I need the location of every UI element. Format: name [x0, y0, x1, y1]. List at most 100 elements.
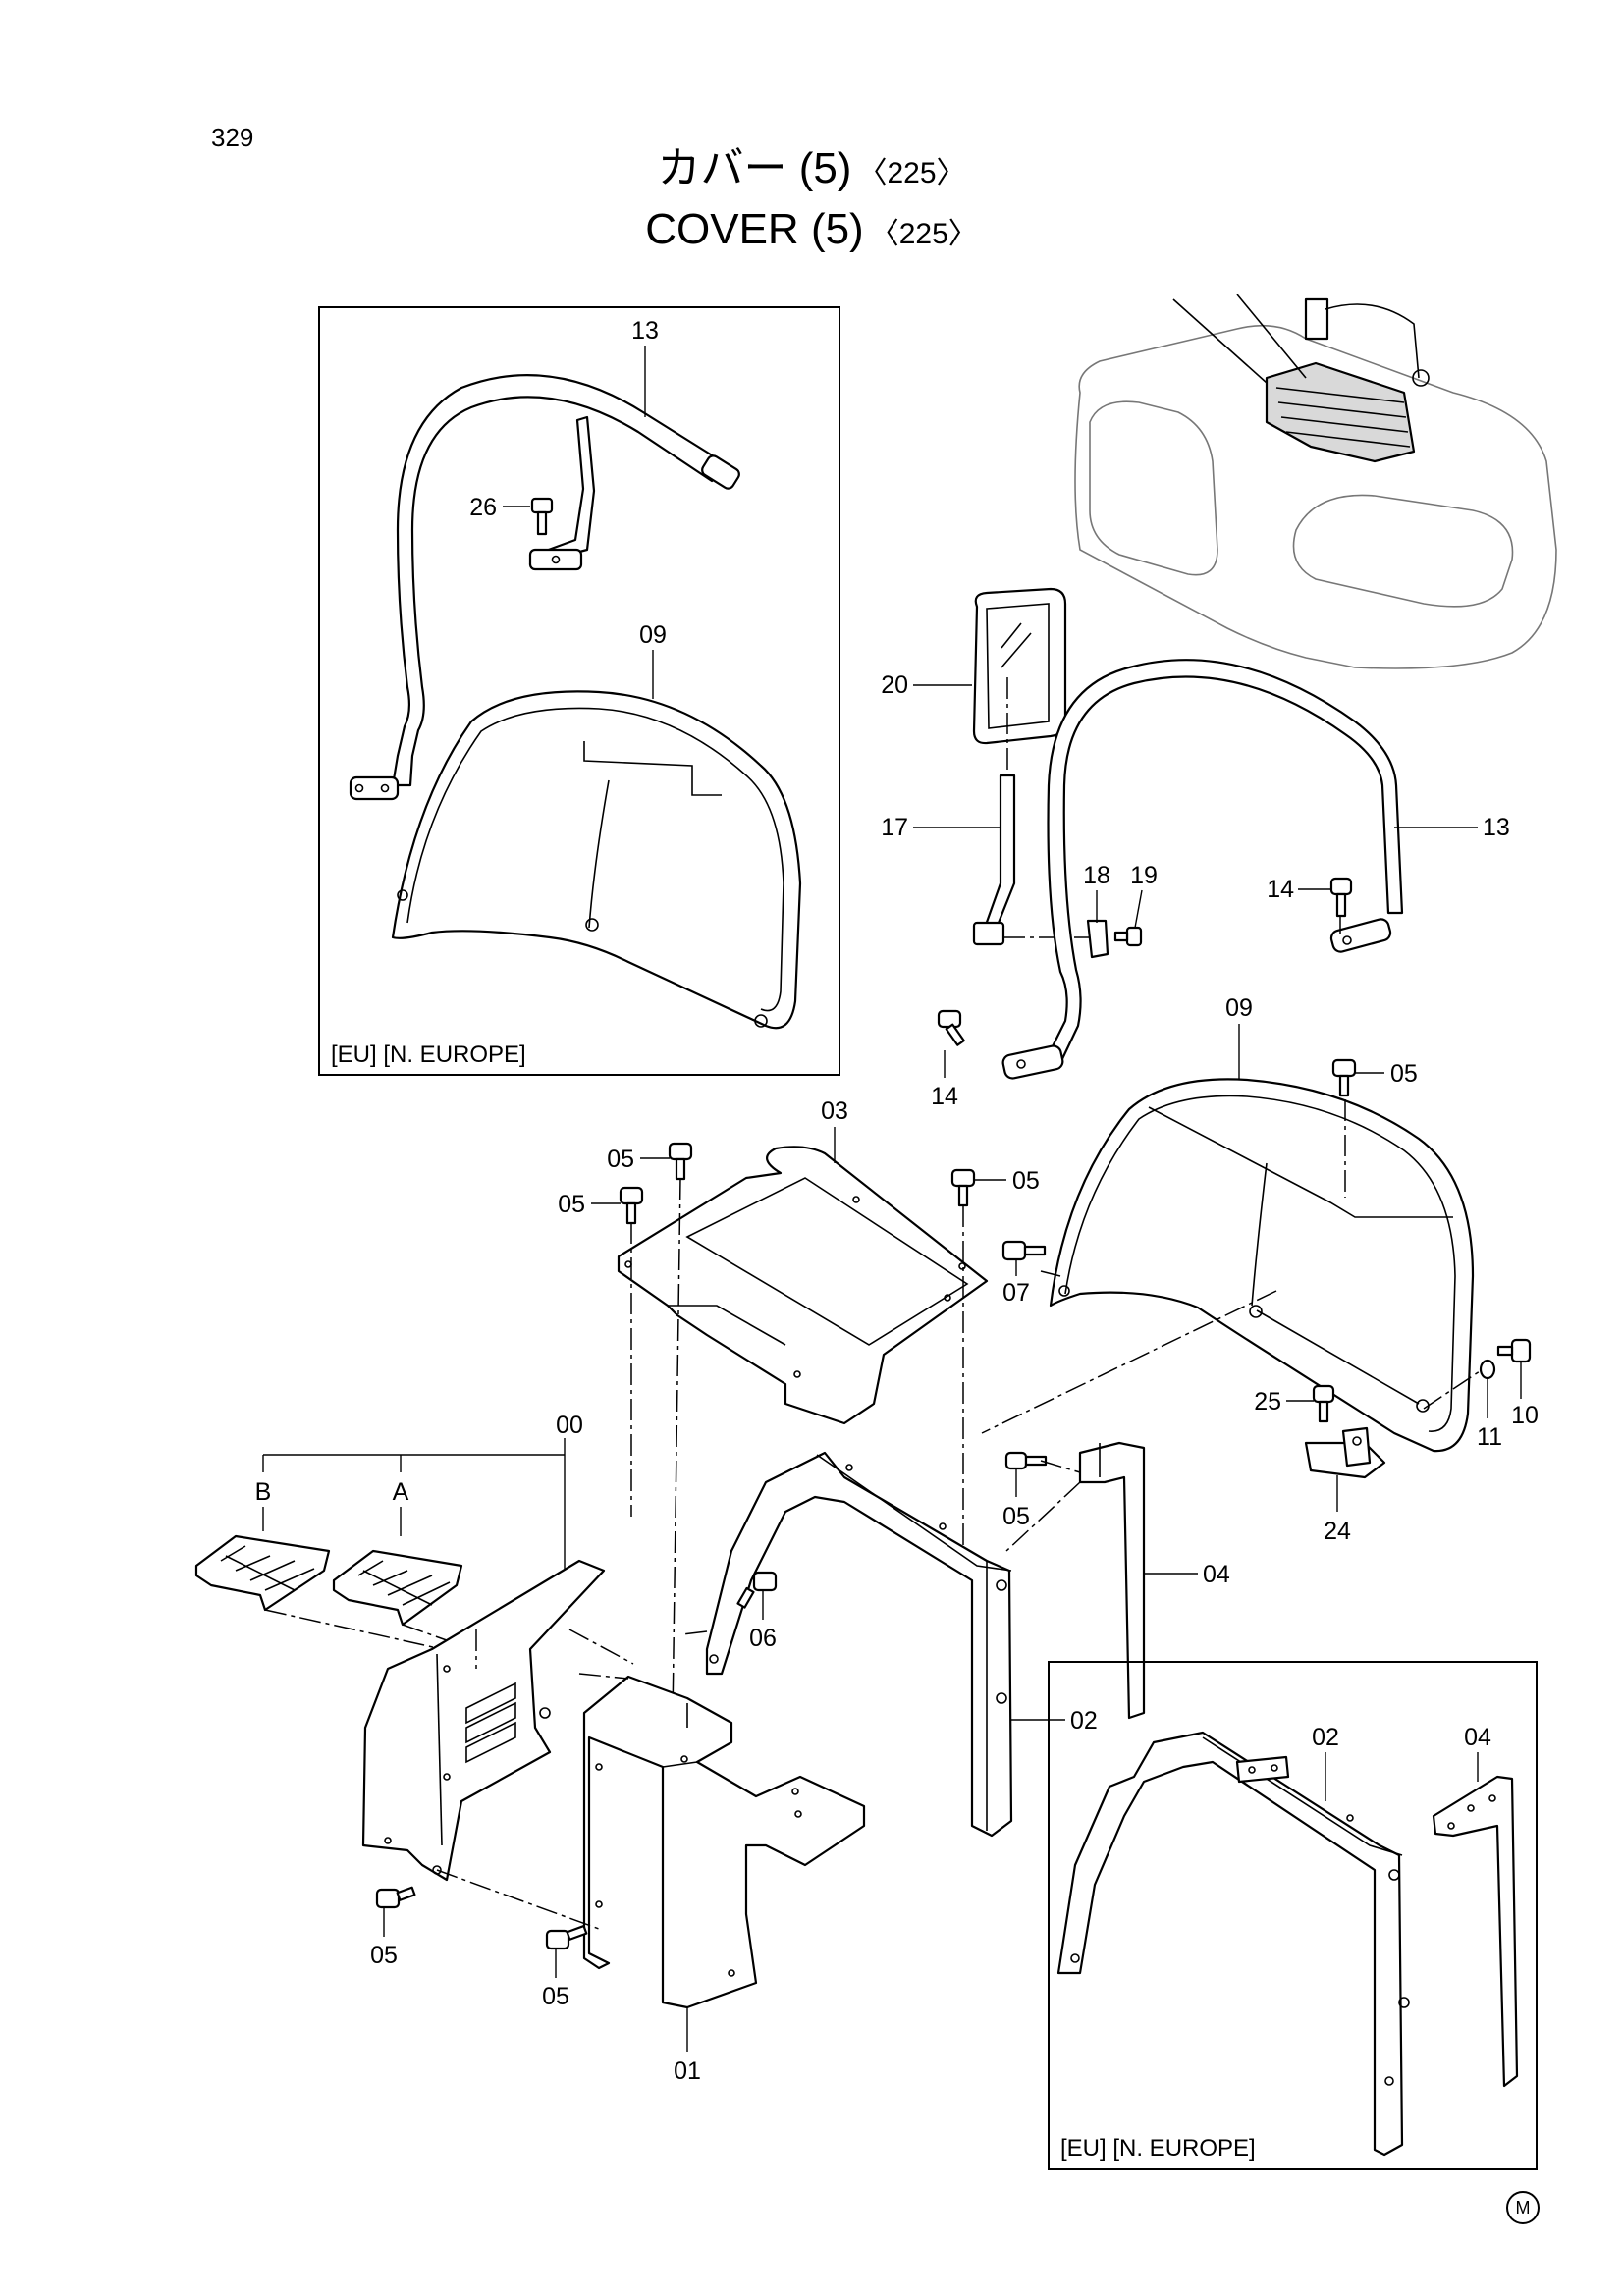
label-14: 14 — [1267, 876, 1294, 903]
mount-axis — [264, 1609, 443, 1650]
step-panel-fold — [436, 1653, 443, 1846]
label-05: 05 — [370, 1942, 398, 1969]
tab-hole — [380, 783, 390, 793]
step-b — [194, 1534, 331, 1612]
title-en-group: (5) — [810, 205, 864, 253]
inset-box-bottom-right: 02 04 [EU] [N. EUROPE] — [1048, 1661, 1538, 2170]
label-13: 13 — [1483, 814, 1510, 841]
engine-hood-icon — [1292, 494, 1514, 608]
inset-note-top-left: [EU] [N. EUROPE] — [331, 1041, 526, 1068]
page-title-english: COVER (5)〈225〉 — [0, 208, 1623, 251]
step-tread — [220, 1545, 315, 1591]
label-B: B — [255, 1478, 272, 1506]
label-07: 07 — [1002, 1279, 1030, 1307]
label-20: 20 — [881, 671, 908, 699]
bolt-icon — [668, 1142, 693, 1181]
mirror-glass — [986, 603, 1050, 729]
highlighted-area-icon — [1265, 361, 1416, 463]
side-cover-body — [582, 1675, 866, 2009]
bolt-icon — [736, 1571, 778, 1609]
bolt-icon — [937, 1009, 965, 1046]
inset-handrail-brace — [528, 415, 596, 566]
label-00: 00 — [556, 1412, 583, 1439]
mirror-stay — [983, 774, 1016, 930]
label-05: 05 — [1390, 1060, 1418, 1088]
inset-cover-rim — [406, 707, 784, 1012]
inset-cover-notch — [583, 741, 722, 796]
label-25: 25 — [1254, 1388, 1281, 1415]
machine-context-illustration — [1074, 294, 1557, 669]
step-panel — [361, 1559, 606, 1882]
footer-m-mark: M — [1506, 2191, 1540, 2224]
label-A: A — [393, 1478, 409, 1506]
label-05: 05 — [558, 1191, 585, 1218]
cover-shell — [1049, 1078, 1475, 1453]
label-01: 01 — [674, 2057, 701, 2085]
mount-axis — [981, 1290, 1277, 1434]
mount-axis — [1005, 1481, 1081, 1552]
inset-brace-bracket — [528, 548, 583, 571]
frame-main: 02 06 05 — [681, 1451, 1098, 1838]
inset-note-bottom-right: [EU] [N. EUROPE] — [1060, 2135, 1256, 2162]
top-plate-flange — [668, 1305, 786, 1346]
handrail-upper-foot — [1329, 918, 1392, 953]
stay-main: 04 — [1005, 1441, 1230, 1720]
bolt-icon — [375, 1886, 416, 1909]
title-en-text: COVER — [645, 205, 799, 253]
step-panel-slots — [465, 1682, 516, 1764]
mount-axis — [1423, 1368, 1484, 1410]
label-10: 10 — [1511, 1402, 1539, 1429]
label-05: 05 — [1002, 1503, 1030, 1530]
label-09: 09 — [639, 621, 667, 649]
inset-stay-part — [1432, 1775, 1519, 2088]
label-03: 03 — [821, 1097, 848, 1125]
cover-bottom-edge — [1256, 1309, 1420, 1405]
inset-frame — [318, 306, 840, 1076]
label-09: 09 — [1225, 994, 1253, 1022]
step-tread — [357, 1560, 451, 1606]
label-24: 24 — [1324, 1518, 1351, 1545]
hatching — [1275, 387, 1411, 448]
label-06: 06 — [749, 1625, 777, 1652]
bolt-icon — [1331, 1058, 1357, 1097]
mount-axis — [1040, 1460, 1081, 1473]
label-17: 17 — [881, 814, 908, 841]
frame-body — [705, 1451, 1013, 1838]
bolt-icon — [1496, 1338, 1532, 1363]
mirror-assembly: 20 17 18 19 — [881, 587, 1158, 959]
inset-frame-plate — [1235, 1755, 1290, 1784]
inset-frame — [1048, 1661, 1538, 2170]
machine-fitting — [1412, 369, 1430, 387]
inset-box-top-left: 13 26 09 [EU] [N. EUROPE] — [318, 306, 840, 1076]
handrail-post-icon — [1304, 297, 1329, 341]
inset-frame-part — [1056, 1731, 1404, 2157]
mirror-stay-foot — [972, 921, 1005, 946]
bolt-icon — [1113, 926, 1143, 947]
label-05: 05 — [1012, 1167, 1040, 1195]
label-05: 05 — [607, 1146, 634, 1173]
mount-bracket-tab — [1341, 1426, 1372, 1468]
label-26: 26 — [469, 494, 497, 521]
step-assembly: 00 B A 05 — [194, 1412, 634, 1969]
leader-line — [1134, 889, 1143, 929]
bolt-icon — [1312, 1384, 1335, 1423]
label-14: 14 — [931, 1083, 958, 1110]
top-plate-inner — [685, 1177, 969, 1346]
mount-axis — [1040, 1270, 1061, 1277]
bracket-hole — [551, 555, 561, 564]
page-number: 329 — [211, 123, 254, 152]
bolt-icon — [530, 497, 554, 536]
mirror-bracket — [1086, 919, 1109, 959]
label-02: 02 — [1312, 1724, 1339, 1751]
mount-axis — [672, 1177, 681, 1719]
side-cover: 01 05 — [436, 1673, 866, 2085]
bolt-icon — [619, 1186, 644, 1225]
inset-handrail-upper-tab — [701, 454, 740, 490]
reference-line — [1236, 294, 1307, 379]
top-plate-body — [617, 1146, 989, 1425]
mount-axis — [436, 1869, 600, 1930]
label-02: 02 — [1070, 1707, 1098, 1735]
title-jp-text: カバー — [657, 144, 787, 192]
label-13: 13 — [631, 317, 659, 345]
